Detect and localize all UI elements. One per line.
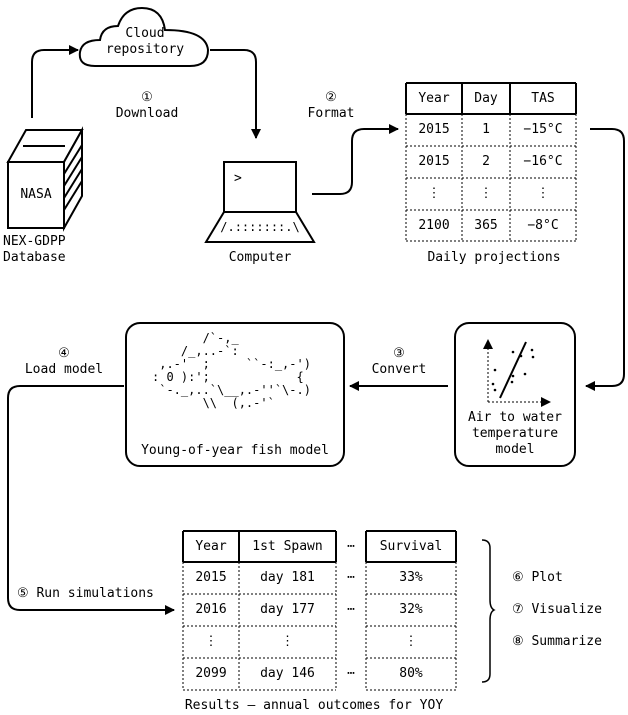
step4-number: ④ xyxy=(58,346,70,361)
proj-cell: 2 xyxy=(482,154,490,169)
nasa-box-label: NASA xyxy=(20,187,52,202)
proj-cell: −8°C xyxy=(527,218,559,233)
projections-caption: Daily projections xyxy=(427,250,561,265)
proj-ellipsis: ⋮ xyxy=(536,186,550,201)
proj-header-tas: TAS xyxy=(531,91,555,106)
results-cell: 80% xyxy=(399,666,423,681)
air-model-line1: Air to water xyxy=(468,410,562,425)
curly-brace xyxy=(481,539,496,683)
step7-label: ⑦ Visualize xyxy=(512,602,602,617)
results-cell: 2099 xyxy=(195,666,227,681)
step1-number: ① xyxy=(141,90,153,105)
results-cell: day 181 xyxy=(260,570,315,585)
air-model-line3: model xyxy=(495,442,535,457)
arrow-table-to-airmodel xyxy=(585,128,625,391)
air-model-line2: temperature xyxy=(471,426,559,441)
fish-ascii-art: /`-,_ /_,..-`: ,.-' ; ``-:_,-') : 0 ):';… xyxy=(152,331,311,410)
nasa-caption-line1: NEX-GDPP xyxy=(3,234,66,249)
results-header-year: Year xyxy=(195,539,227,554)
projections-table-frame xyxy=(405,82,577,242)
results-ellipsis: ⋮ xyxy=(404,634,418,649)
results-table-frame xyxy=(182,530,457,691)
proj-header-day: Day xyxy=(474,91,498,106)
step1-label: Download xyxy=(115,106,179,121)
terminal-prompt: > xyxy=(234,171,242,186)
cloud-label-line1: Cloud xyxy=(125,26,165,41)
air-water-model-box xyxy=(454,322,576,467)
proj-ellipsis: ⋮ xyxy=(427,186,441,201)
mini-plot-icon xyxy=(483,339,551,407)
step3-number: ③ xyxy=(393,346,405,361)
proj-ellipsis: ⋮ xyxy=(479,186,493,201)
step2-number: ② xyxy=(325,90,337,105)
arrow-fish-to-results xyxy=(7,385,175,615)
arrow-nasa-to-cloud xyxy=(31,45,79,118)
proj-header-year: Year xyxy=(418,91,450,106)
results-ellipsis: ⋮ xyxy=(204,634,218,649)
results-ellipsis: ⋮ xyxy=(281,634,294,649)
proj-cell: 365 xyxy=(474,218,498,233)
step8-label: ⑧ Summarize xyxy=(512,634,602,649)
computer-caption: Computer xyxy=(228,250,292,265)
results-header-survival: Survival xyxy=(379,539,443,554)
step6-label: ⑥ Plot xyxy=(512,570,563,585)
step4-label: Load model xyxy=(24,362,104,377)
results-header-more: ⋯ xyxy=(347,539,355,554)
results-cell: ⋯ xyxy=(347,570,355,585)
step3-label: Convert xyxy=(371,362,427,377)
step2-label: Format xyxy=(307,106,355,121)
results-cell: ⋯ xyxy=(347,666,355,681)
fish-model-caption: Young-of-year fish model xyxy=(141,443,329,458)
step5-label: ⑤ Run simulations xyxy=(17,586,154,601)
results-cell: 33% xyxy=(399,570,423,585)
results-header-spawn: 1st Spawn xyxy=(252,539,323,554)
flow-arrows xyxy=(7,45,625,615)
results-cell: 2016 xyxy=(195,602,227,617)
proj-cell: 2015 xyxy=(418,122,450,137)
proj-cell: 2015 xyxy=(418,154,450,169)
cloud-shape xyxy=(78,6,210,67)
arrow-cloud-to-computer xyxy=(210,49,261,139)
laptop-icon xyxy=(204,161,316,243)
fish-model-box xyxy=(125,322,345,467)
results-cell: 2015 xyxy=(195,570,227,585)
proj-cell: 2100 xyxy=(418,218,450,233)
keyboard-glyphs: /.:::::::.\ xyxy=(220,220,300,234)
results-cell: ⋯ xyxy=(347,602,355,617)
proj-cell: −16°C xyxy=(523,154,563,169)
nasa-server-icon xyxy=(6,126,84,232)
nasa-caption-line2: Database xyxy=(3,250,66,265)
results-cell: 32% xyxy=(399,602,423,617)
results-caption: Results – annual outcomes for YOY xyxy=(184,698,444,713)
arrow-computer-to-table xyxy=(312,124,399,195)
results-cell: day 177 xyxy=(260,602,315,617)
proj-cell: 1 xyxy=(482,122,490,137)
cloud-label-line2: repository xyxy=(105,42,185,57)
results-cell: day 146 xyxy=(260,666,315,681)
proj-cell: −15°C xyxy=(523,122,563,137)
